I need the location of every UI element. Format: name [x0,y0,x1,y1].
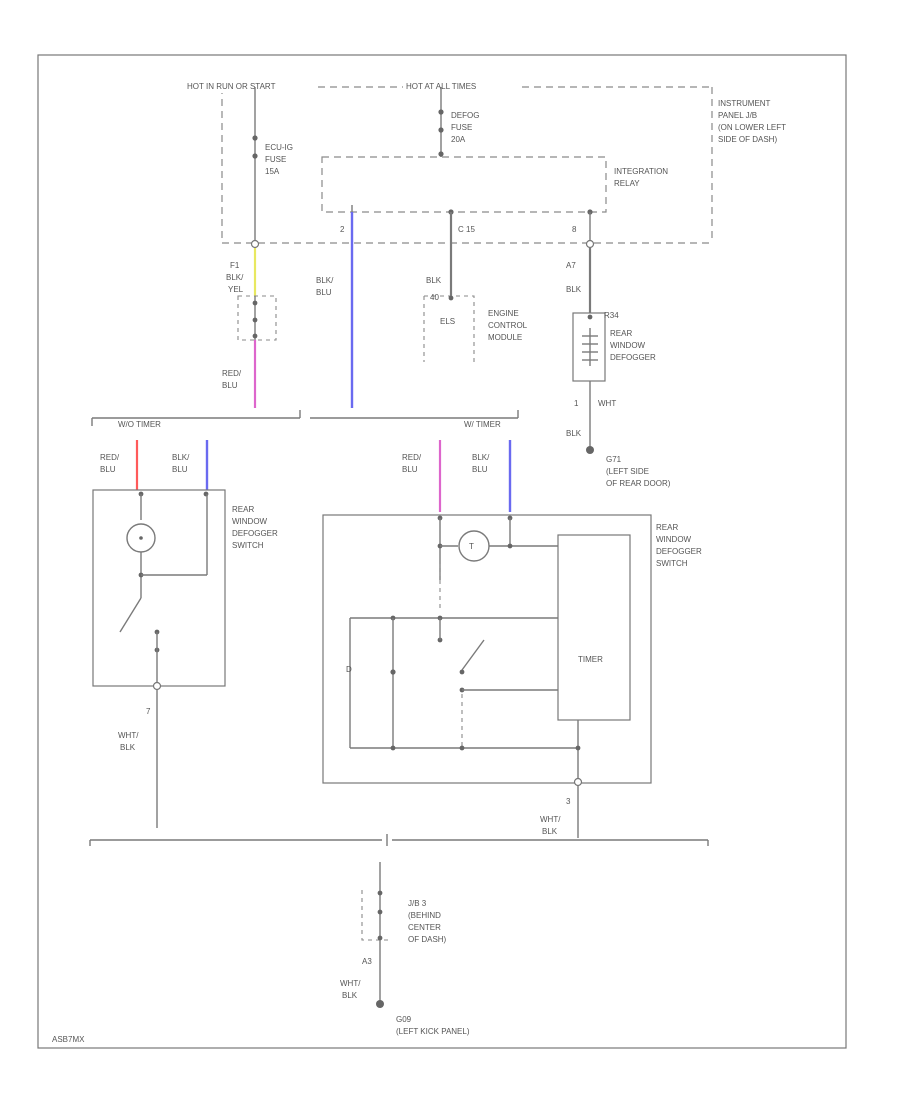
pin-1-label: 1 [574,399,579,408]
sw2-blk-label-1: BLK/ [472,453,490,462]
integration-relay-label-1: INTEGRATION [614,167,668,176]
bottom-wire-label-1: WHT/ [340,979,361,988]
sw2-wire-label-2: BLK [542,827,558,836]
sw1-name-label-2: WINDOW [232,517,268,526]
jb-label-2: (BEHIND [408,911,441,920]
rear-defogger-branch: 8 A7 BLK R34 REAR WINDOW DEFOGGER 1 WHT … [566,209,671,488]
pin-c15-label: C 15 [458,225,475,234]
defog-fuse-label-3: 20A [451,135,466,144]
ecm-name-label-2: CONTROL [488,321,528,330]
instrument-panel-label-3: (ON LOWER LEFT [718,123,786,132]
f1-label-3: YEL [228,285,244,294]
blk-right-label: BLK [566,285,582,294]
sw2-red-label-1: RED/ [402,453,422,462]
w-o-timer-label: W/O TIMER [118,420,161,429]
pin-8-label: 8 [572,225,577,234]
ground-right-label-3: OF REAR DOOR) [606,479,671,488]
blk-blu-mid-label-2: BLU [316,288,332,297]
sw1-name-label-4: SWITCH [232,541,264,550]
diagram-code: ASB7MX [52,1035,85,1044]
sw2-pin-label: 3 [566,797,571,806]
sw2-red-label-2: BLU [402,465,418,474]
middle-branch-wire: 2 BLK/ BLU [316,205,354,408]
sw2-name-label-3: DEFOGGER [656,547,702,556]
sw1-name-label-1: REAR [232,505,254,514]
sw2-lamp-mark: T [469,542,474,551]
jb-label-3: CENTER [408,923,441,932]
ground-merge [89,834,709,846]
sw2-name-label-4: SWITCH [656,559,688,568]
red-blu-left-label-2: BLU [222,381,238,390]
ecu-fuse-label-3: 15A [265,167,280,176]
bottom-wire-label-2: BLK [342,991,358,1000]
diagram-border [37,54,847,1049]
ground-right-label-1: G71 [606,455,622,464]
wht-right-label: WHT [598,399,616,408]
instrument-panel-jb: HOT IN RUN OR START HOT AT ALL TIMES INS… [185,80,786,244]
defog-fuse-label-2: FUSE [451,123,472,132]
ecm-branch: C 15 BLK 40 ELS ENGINE CONTROL MODULE [423,209,528,362]
f1-label-1: F1 [230,261,240,270]
instrument-panel-label-1: INSTRUMENT [718,99,771,108]
f1-label-2: BLK/ [226,273,244,282]
pin-r34-label: R34 [604,311,619,320]
rear-defogger-label-1: REAR [610,329,632,338]
left-branch-wire: F1 BLK/ YEL RED/ BLU [222,239,277,408]
defogger-switch-no-timer: RED/ BLU BLK/ BLU REAR WINDOW DEFOGGER S… [92,440,278,828]
jb3-ground: J/B 3 (BEHIND CENTER OF DASH) A3 WHT/ BL… [340,862,470,1036]
ground-right-label-2: (LEFT SIDE [606,467,649,476]
sw2-name-label-2: WINDOW [656,535,692,544]
ground-bottom-label-1: G09 [396,1015,412,1024]
rear-defogger-label-3: DEFOGGER [610,353,656,362]
ground-bottom-label-2: (LEFT KICK PANEL) [396,1027,470,1036]
sw1-blk-label-2: BLU [172,465,188,474]
sw1-red-label-1: RED/ [100,453,120,462]
ecm-name-label-1: ENGINE [488,309,519,318]
sw2-name-label-1: REAR [656,523,678,532]
sw2-wire-label-1: WHT/ [540,815,561,824]
pin-2-label: 2 [340,225,345,234]
ecm-name-label-3: MODULE [488,333,522,342]
ecu-fuse-label-2: FUSE [265,155,286,164]
sw1-blk-label-1: BLK/ [172,453,190,462]
defog-fuse: DEFOG FUSE 20A [438,87,479,157]
w-timer-label: W/ TIMER [464,420,501,429]
pin-a3-label: A3 [362,957,372,966]
jb-label-1: J/B 3 [408,899,427,908]
sw1-red-label-2: BLU [100,465,116,474]
sw1-wire-label-1: WHT/ [118,731,139,740]
sw2-diode-mark: D [346,665,352,674]
instrument-panel-label-4: SIDE OF DASH) [718,135,777,144]
integration-relay: INTEGRATION RELAY [321,156,668,213]
sw1-wire-label-2: BLK [120,743,136,752]
hot-run-label: HOT IN RUN OR START [187,82,276,91]
blk-blu-mid-label-1: BLK/ [316,276,334,285]
hot-all-label: HOT AT ALL TIMES [406,82,476,91]
instrument-panel-label-2: PANEL J/B [718,111,757,120]
sw1-name-label-3: DEFOGGER [232,529,278,538]
sw1-pin-label: 7 [146,707,151,716]
blk-ecm-label: BLK [426,276,442,285]
ecu-fuse-label-1: ECU-IG [265,143,293,152]
variant-split: W/O TIMER W/ TIMER [91,410,519,429]
ecu-ig-fuse: ECU-IG FUSE 15A [252,87,293,244]
sw2-blk-label-2: BLU [472,465,488,474]
pin-ecm-label: 40 [430,293,439,302]
defogger-switch-timer: RED/ BLU BLK/ BLU T TIMER D [322,440,702,838]
rear-defogger-label-2: WINDOW [610,341,646,350]
timer-label: TIMER [578,655,603,664]
pin-a7-label: A7 [566,261,576,270]
integration-relay-label-2: RELAY [614,179,640,188]
blk-ground-label: BLK [566,429,582,438]
defog-fuse-label-1: DEFOG [451,111,479,120]
ecm-elec-label: ELS [440,317,455,326]
jb-label-4: OF DASH) [408,935,447,944]
red-blu-left-label-1: RED/ [222,369,242,378]
